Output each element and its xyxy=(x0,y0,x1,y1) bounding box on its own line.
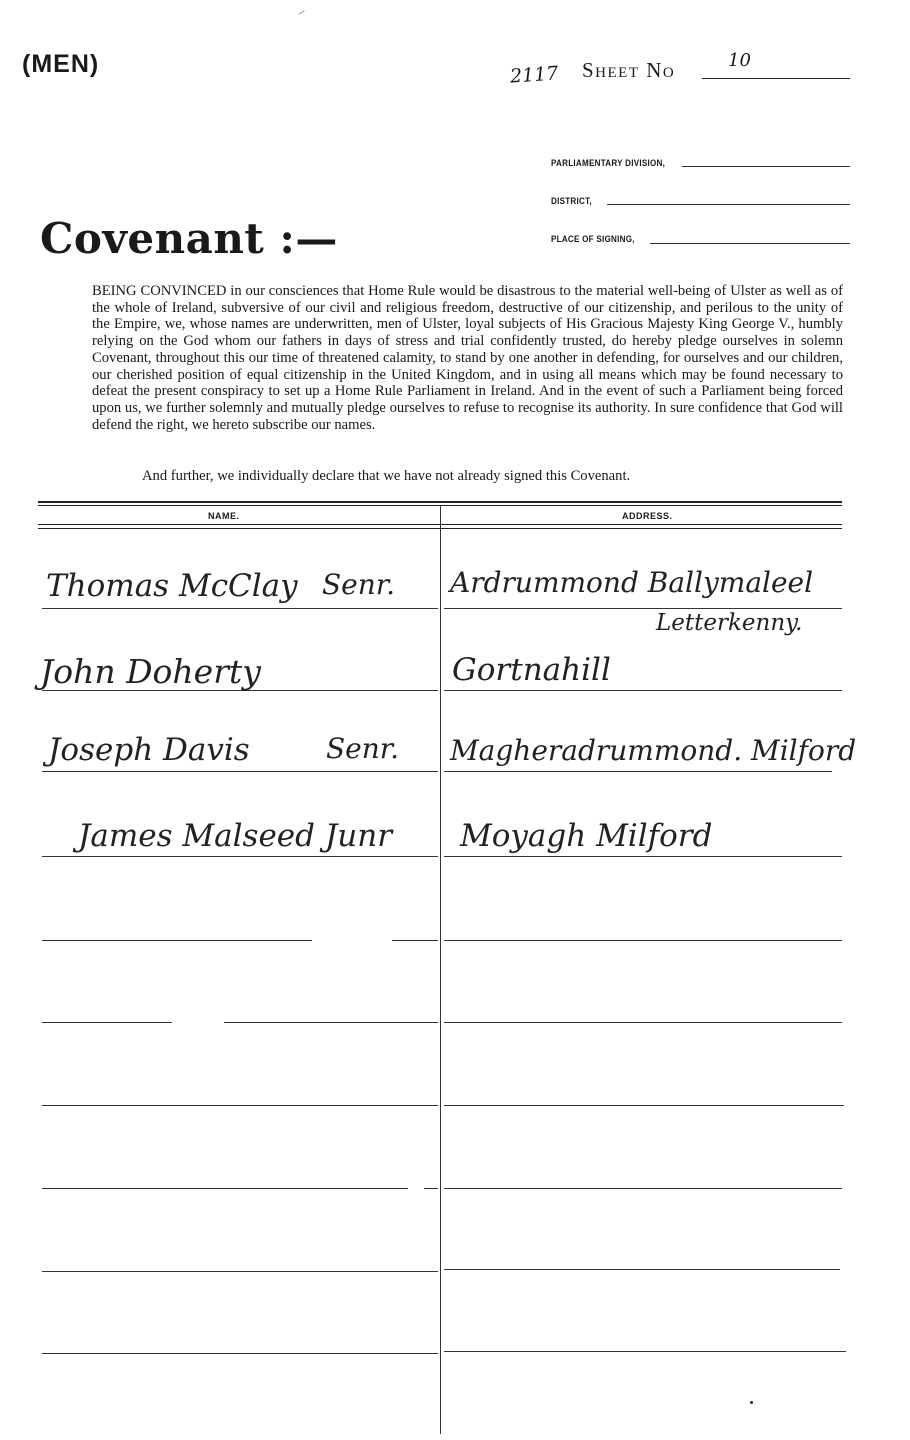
address-line-3[interactable] xyxy=(444,771,832,772)
address-line-2[interactable] xyxy=(444,690,842,691)
name-line-7[interactable] xyxy=(42,1105,438,1106)
name-line-10[interactable] xyxy=(42,1353,438,1354)
signature-suffix: Senr. xyxy=(326,732,399,765)
name-line-8a[interactable] xyxy=(42,1188,408,1189)
address-line-5[interactable] xyxy=(444,940,842,941)
address-line-1[interactable] xyxy=(444,608,842,609)
place-of-signing-line[interactable] xyxy=(650,243,850,244)
men-category-label: (MEN) xyxy=(22,50,100,78)
district-label: DISTRICT, xyxy=(551,196,592,207)
parliamentary-division-line[interactable] xyxy=(682,166,850,167)
table-top-rule xyxy=(38,501,842,503)
address-line-7[interactable] xyxy=(444,1105,844,1106)
parliamentary-division-label: PARLIAMENTARY DIVISION, xyxy=(551,158,666,169)
covenant-text: BEING CONVINCED in our consciences that … xyxy=(92,283,843,433)
sheet-number-line xyxy=(702,78,850,79)
sheet-number-label: Sheet No xyxy=(582,58,676,82)
signature-address: Gortnahill xyxy=(452,652,611,688)
sheet-number-value: 10 xyxy=(728,50,751,71)
covenant-body: BEING CONVINCED in our consciences that … xyxy=(92,283,843,433)
address-line-9[interactable] xyxy=(444,1269,840,1270)
name-line-4[interactable] xyxy=(42,856,438,857)
column-divider xyxy=(440,506,441,1434)
signature-address: Magheradrummond. Milford xyxy=(450,734,857,767)
table-top-rule-inner xyxy=(38,505,842,506)
name-column-header: NAME. xyxy=(208,511,240,521)
name-line-3[interactable] xyxy=(42,771,438,772)
name-line-9[interactable] xyxy=(42,1271,438,1272)
pencil-mark xyxy=(298,10,305,15)
name-line-1[interactable] xyxy=(42,608,438,609)
district-line[interactable] xyxy=(607,204,850,205)
signature-address: Moyagh Milford xyxy=(460,818,713,854)
address-line-6[interactable] xyxy=(444,1022,842,1023)
signature-name: James Malseed Junr xyxy=(78,818,393,854)
signature-name: Thomas McClay xyxy=(46,568,298,604)
ink-dot xyxy=(750,1401,753,1404)
signature-address-second-line: Letterkenny. xyxy=(656,610,803,636)
name-line-2[interactable] xyxy=(42,690,438,691)
name-line-6a[interactable] xyxy=(42,1022,172,1023)
signature-address: Ardrummond Ballymaleel xyxy=(450,566,814,599)
covenant-title: Covenant :— xyxy=(40,214,338,263)
place-of-signing-label: PLACE OF SIGNING, xyxy=(551,234,635,245)
handwritten-sheet-reference: 2117 xyxy=(509,62,560,88)
name-line-5b[interactable] xyxy=(392,940,438,941)
name-line-8b[interactable] xyxy=(424,1188,438,1189)
name-line-5a[interactable] xyxy=(42,940,312,941)
address-line-8[interactable] xyxy=(444,1188,842,1189)
address-column-header: ADDRESS. xyxy=(622,511,673,521)
covenant-further-declaration: And further, we individually declare tha… xyxy=(142,468,631,484)
address-line-4[interactable] xyxy=(444,856,842,857)
name-line-6b[interactable] xyxy=(224,1022,438,1023)
signature-name: Joseph Davis xyxy=(48,732,250,768)
signature-suffix: Senr. xyxy=(322,568,395,601)
signature-name: John Doherty xyxy=(40,652,261,691)
address-line-10[interactable] xyxy=(444,1351,846,1352)
